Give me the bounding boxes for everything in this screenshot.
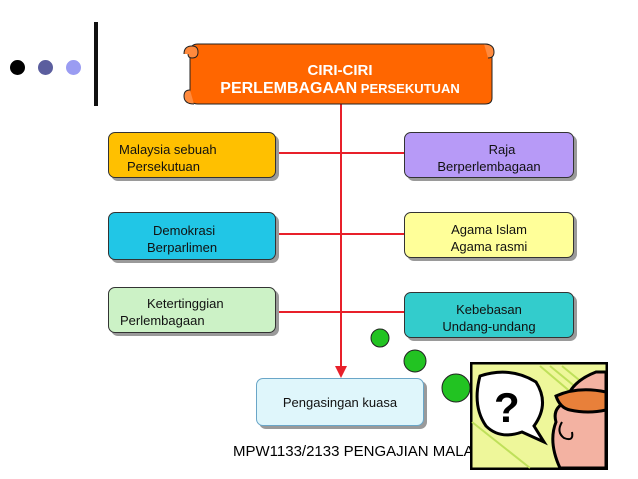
light-blue-dot xyxy=(66,60,81,75)
box-line: Berparlimen xyxy=(147,240,218,255)
dark-blue-dot xyxy=(38,60,53,75)
box-malaysia-sebuah-persekutuan: Malaysia sebuah Persekutuan xyxy=(108,132,276,178)
cartoon-question-face: ? xyxy=(470,362,608,470)
box-line: Malaysia sebuah xyxy=(119,142,217,157)
box-line: Raja xyxy=(488,142,516,157)
title-scroll xyxy=(183,43,495,105)
box-demokrasi-berparlimen: Demokrasi Berparlimen xyxy=(108,212,276,260)
title-line-1: CIRI-CIRI xyxy=(307,62,373,79)
question-mark-icon: ? xyxy=(494,384,520,431)
green-circles xyxy=(370,328,471,403)
box-raja-berperlembagaan: Raja Berperlembagaan xyxy=(404,132,574,178)
box-line: Perlembagaan xyxy=(120,313,205,328)
box-pengasingan-kuasa: Pengasingan kuasa xyxy=(256,378,424,426)
box-line: Agama rasmi xyxy=(450,239,528,254)
box-ketertinggian-perlembagaan: Ketertinggian Perlembagaan xyxy=(108,287,276,333)
box-line: Kebebasan xyxy=(456,302,522,317)
box-line: Pengasingan kuasa xyxy=(282,395,398,410)
box-line: Demokrasi xyxy=(153,223,216,238)
vertical-divider xyxy=(94,22,98,106)
title-word-big: PERLEMBAGAAN xyxy=(220,80,358,97)
box-line: Ketertinggian xyxy=(147,296,224,311)
box-line: Undang-undang xyxy=(442,319,536,334)
box-line: Agama Islam xyxy=(451,222,527,237)
box-agama-islam-agama-rasmi: Agama Islam Agama rasmi xyxy=(404,212,574,258)
box-line: Persekutuan xyxy=(127,159,200,174)
box-kebebasan-undang-undang: Kebebasan Undang-undang xyxy=(404,292,574,338)
black-dot xyxy=(10,60,25,75)
box-line: Berperlembagaan xyxy=(437,159,541,174)
title-line-2: PERLEMBAGAAN PERSEKUTUAN xyxy=(190,80,490,98)
speech-bubble xyxy=(475,370,548,446)
title-word-small: PERSEKUTUAN xyxy=(357,81,460,96)
